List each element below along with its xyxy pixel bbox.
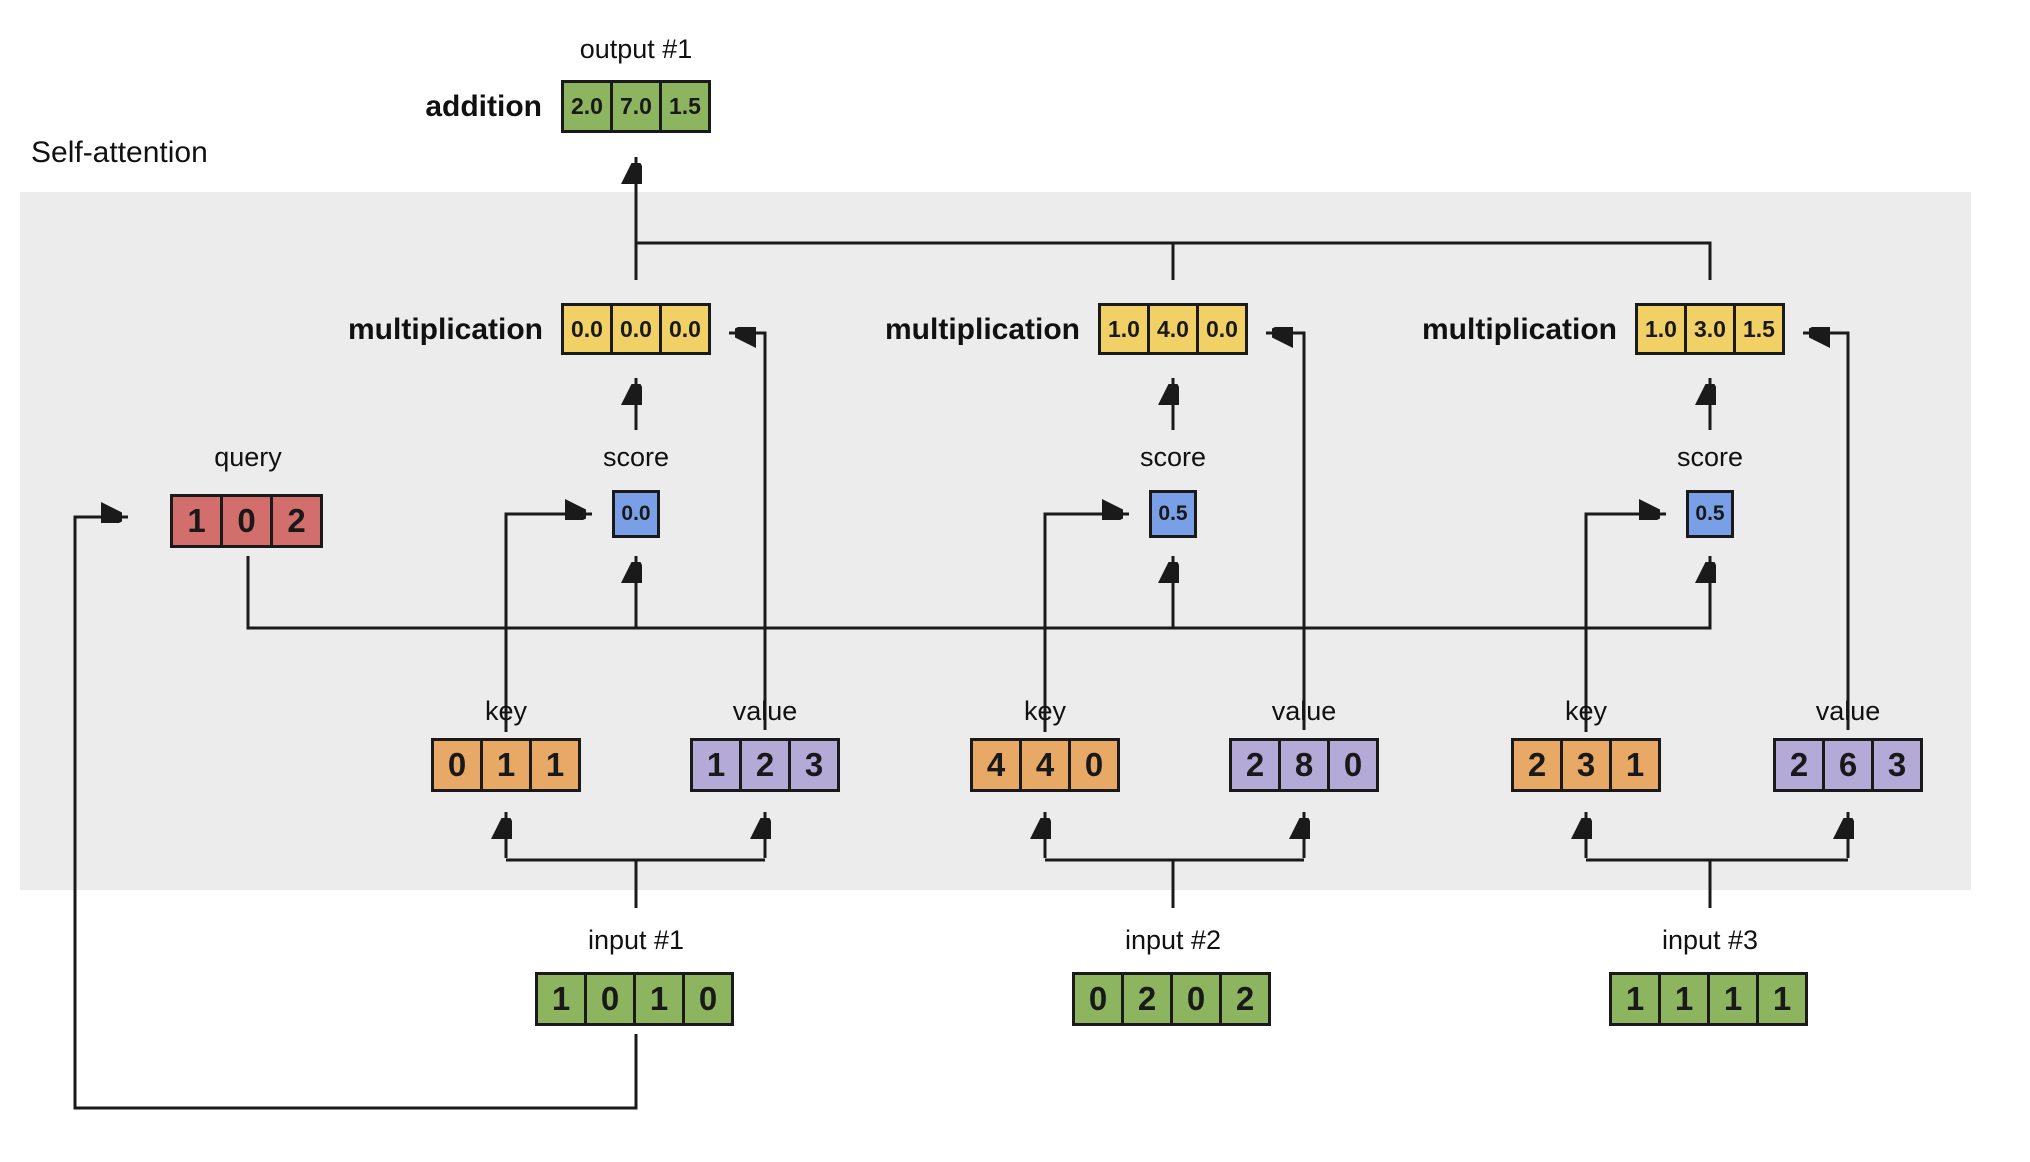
diagram-title: Self-attention: [31, 136, 208, 169]
input1-to-query-loop-arrow: [73, 517, 638, 1110]
vector-cell: 4.0: [1147, 303, 1199, 355]
score1-label: score: [602, 442, 670, 472]
vector-cell: 1: [1609, 738, 1661, 792]
vector-cell: 0: [1072, 972, 1124, 1026]
vector-cell: 4: [1019, 738, 1071, 792]
vector-cell: 0.5: [1686, 490, 1734, 538]
vector-cell: 0: [584, 972, 636, 1026]
vector-cell: 0.0: [610, 303, 662, 355]
vector-cell: 2: [270, 494, 323, 548]
key1-label: key: [484, 696, 528, 726]
input1-label: input #1: [587, 925, 685, 955]
value3-label: value: [1815, 696, 1881, 726]
key1-to-score-arrow: [504, 514, 592, 732]
vector-cell: 0: [1327, 738, 1379, 792]
vector-cell: 1: [1707, 972, 1759, 1026]
vector-cell: 7.0: [610, 80, 662, 133]
multiplication2-label: multiplication: [885, 313, 1080, 346]
vector-cell: 1: [633, 972, 685, 1026]
output-label: output #1: [579, 34, 693, 64]
vector-cell: 2: [1511, 738, 1563, 792]
vector-cell: 1.5: [1733, 303, 1785, 355]
vector-cell: 0: [1068, 738, 1120, 792]
score2-cell: 0.5: [1149, 490, 1197, 538]
score2-label: score: [1139, 442, 1207, 472]
vector-cell: 3: [788, 738, 840, 792]
input3-label: input #3: [1661, 925, 1759, 955]
vector-cell: 0.5: [1149, 490, 1197, 538]
vector-cell: 0: [1170, 972, 1222, 1026]
addition-label: addition: [425, 90, 542, 123]
vector-cell: 8: [1278, 738, 1330, 792]
score3-label: score: [1676, 442, 1744, 472]
score3-cell: 0.5: [1686, 490, 1734, 538]
vector-cell: 0.0: [1196, 303, 1248, 355]
value1-to-mult-arrow: [729, 333, 767, 730]
value2-label: value: [1271, 696, 1337, 726]
vector-cell: 1: [170, 494, 223, 548]
vector-cell: 3.0: [1684, 303, 1736, 355]
multiplication1-label: multiplication: [348, 313, 543, 346]
query-bus-line: [246, 556, 1710, 630]
value3-to-mult-arrow: [1803, 333, 1850, 730]
vector-cell: 2: [1773, 738, 1825, 792]
input2-fork: [1045, 858, 1304, 908]
vector-cell: 1: [690, 738, 742, 792]
vector-cell: 1: [480, 738, 532, 792]
vector-cell: 0: [220, 494, 273, 548]
vector-cell: 2: [1229, 738, 1281, 792]
vector-cell: 6: [1822, 738, 1874, 792]
vector-cell: 1: [535, 972, 587, 1026]
input3-fork: [1586, 858, 1848, 908]
vector-cell: 0.0: [561, 303, 613, 355]
input1-fork: [506, 858, 765, 908]
vector-cell: 1: [529, 738, 581, 792]
vector-cell: 2.0: [561, 80, 613, 133]
vector-cell: 0: [682, 972, 734, 1026]
vector-cell: 0.0: [612, 490, 660, 538]
vector-cell: 0: [431, 738, 483, 792]
vector-cell: 2: [1121, 972, 1173, 1026]
vector-cell: 1.0: [1098, 303, 1150, 355]
key3-label: key: [1564, 696, 1608, 726]
vector-cell: 2: [1219, 972, 1271, 1026]
key3-to-score-arrow: [1584, 514, 1666, 732]
query-label: query: [214, 442, 282, 472]
vector-cell: 0.0: [659, 303, 711, 355]
vector-cell: 1.5: [659, 80, 711, 133]
input2-label: input #2: [1124, 925, 1222, 955]
vector-cell: 1.0: [1635, 303, 1687, 355]
vector-cell: 2: [739, 738, 791, 792]
multiplication3-label: multiplication: [1422, 313, 1617, 346]
value2-to-mult-arrow: [1266, 333, 1306, 730]
vector-cell: 1: [1658, 972, 1710, 1026]
vector-cell: 3: [1560, 738, 1612, 792]
vector-cell: 4: [970, 738, 1022, 792]
vector-cell: 1: [1756, 972, 1808, 1026]
score1-cell: 0.0: [612, 490, 660, 538]
vector-cell: 1: [1609, 972, 1661, 1026]
vector-cell: 3: [1871, 738, 1923, 792]
key2-to-score-arrow: [1043, 514, 1129, 732]
value1-label: value: [732, 696, 798, 726]
key2-label: key: [1023, 696, 1067, 726]
